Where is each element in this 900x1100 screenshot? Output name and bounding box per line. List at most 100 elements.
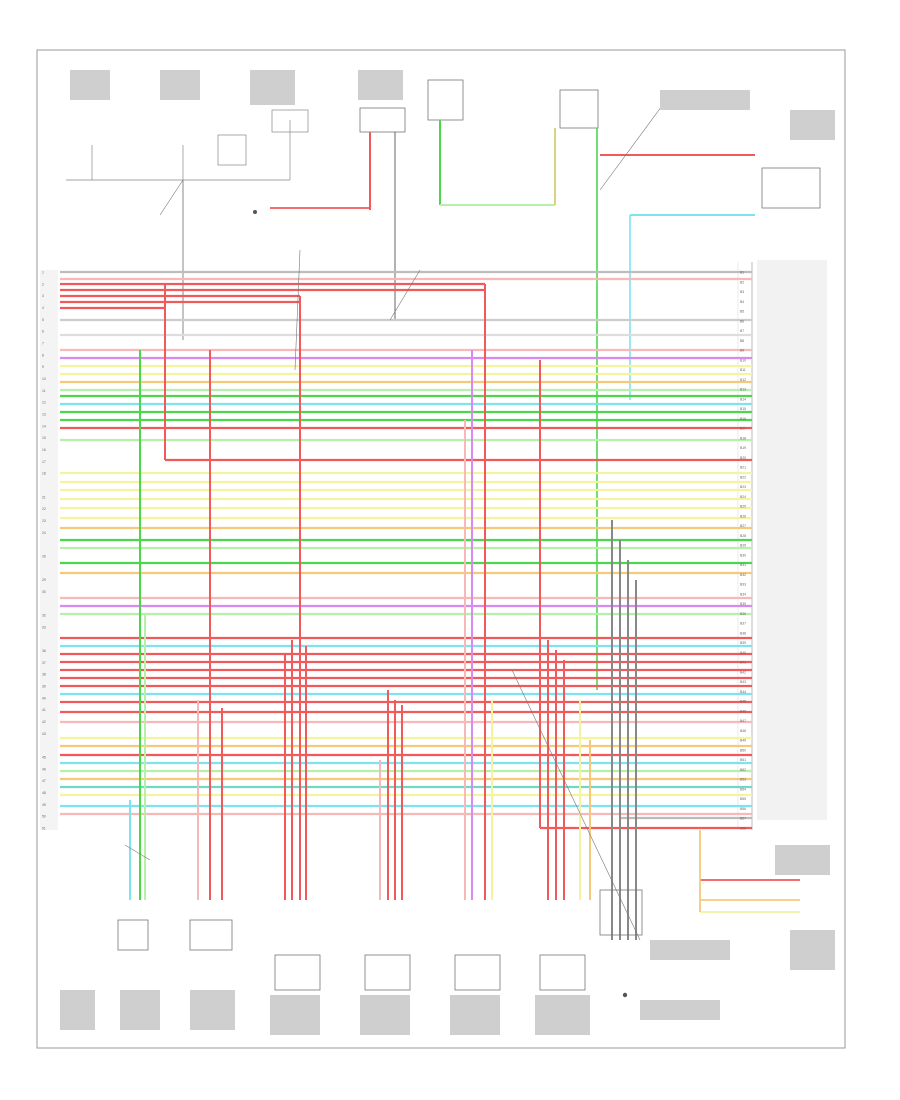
pcm-pin-left-33: 33 <box>42 625 46 629</box>
pcm-pin-right-B29: B29 <box>740 544 746 548</box>
pcm-pin-right-B7: B7 <box>740 329 744 333</box>
harness-rows <box>60 270 752 830</box>
pcm-pin-right-B14: B14 <box>740 397 746 401</box>
pcm-pin-right-B24: B24 <box>740 495 746 499</box>
pcm-pin-left-2: 2 <box>42 282 44 286</box>
pcm-pin-right-B4: B4 <box>740 300 744 304</box>
pcm-pin-right-B35: B35 <box>740 602 746 606</box>
connector-1 <box>117 919 149 951</box>
pcm-pin-left-41: 41 <box>42 708 46 712</box>
pcm-pin-right-B13: B13 <box>740 388 746 392</box>
pcm-pin-left-16: 16 <box>42 448 46 452</box>
pcm-pin-right-B23: B23 <box>740 485 746 489</box>
right-exits <box>699 830 800 913</box>
pcm-pin-right-B11: B11 <box>740 368 746 372</box>
pcm-pin-left-42: 42 <box>42 720 46 724</box>
pcm-pin-left-50: 50 <box>42 815 46 819</box>
connector-right <box>599 889 643 936</box>
pcm-pin-left-8: 8 <box>42 353 44 357</box>
pcm-pin-right-B10: B10 <box>740 358 746 362</box>
pcm-pin-right-B48: B48 <box>740 729 746 733</box>
pcm-pin-left-3: 3 <box>42 294 44 298</box>
pcm-pin-right-B16: B16 <box>740 417 746 421</box>
pcm-pin-right-B17: B17 <box>740 427 746 431</box>
pcm-pin-right-B37: B37 <box>740 622 746 626</box>
pcm-pin-right-B20: B20 <box>740 456 746 460</box>
switch-box <box>559 89 599 129</box>
pcm-pin-right-B42: B42 <box>740 670 746 674</box>
pcm-pin-left-22: 22 <box>42 507 46 511</box>
pcm-pin-left-43: 43 <box>42 732 46 736</box>
pcm-pin-right-B40: B40 <box>740 651 746 655</box>
pcm-pin-left-45: 45 <box>42 756 46 760</box>
pcm-pin-right-B58: B58 <box>740 827 746 831</box>
pcm-pin-right-B28: B28 <box>740 534 746 538</box>
pcm-pin-left-13: 13 <box>42 412 46 416</box>
pcm-pin-right-B36: B36 <box>740 612 746 616</box>
pcm-pin-left-7: 7 <box>42 341 44 345</box>
pcm-pin-right-B34: B34 <box>740 592 746 596</box>
diagram-frame <box>36 49 846 1049</box>
pcm-pin-left-23: 23 <box>42 519 46 523</box>
pcm-pin-left-51: 51 <box>42 827 46 831</box>
pcm-pin-right-B2: B2 <box>740 280 744 284</box>
injector-7-8 <box>539 954 586 991</box>
ground-symbols <box>69 210 628 998</box>
pcm-pin-right-B18: B18 <box>740 436 746 440</box>
pcm-pin-right-B41: B41 <box>740 661 746 665</box>
pcm-pin-right-B26: B26 <box>740 514 746 518</box>
pcm-pin-left-17: 17 <box>42 460 46 464</box>
pcm-pin-right-B30: B30 <box>740 553 746 557</box>
pcm-pin-right-B3: B3 <box>740 290 744 294</box>
pcm-pin-left-37: 37 <box>42 661 46 665</box>
pcm-pin-left-30: 30 <box>42 590 46 594</box>
pcm-pin-right-B15: B15 <box>740 407 746 411</box>
pcm-pin-right-B55: B55 <box>740 797 746 801</box>
pcm-pin-left-29: 29 <box>42 578 46 582</box>
pcm-pin-right-B19: B19 <box>740 446 746 450</box>
pcm-pin-right-B49: B49 <box>740 739 746 743</box>
pcm-pin-left-9: 9 <box>42 365 44 369</box>
sensor-box-right <box>761 167 821 209</box>
vertical-drops <box>129 284 637 940</box>
pcm-pin-right-B47: B47 <box>740 719 746 723</box>
pcm-pin-right-B44: B44 <box>740 690 746 694</box>
pcm-pin-right-B53: B53 <box>740 778 746 782</box>
pcm-pin-left-4: 4 <box>42 306 44 310</box>
pcm-pin-right-B22: B22 <box>740 475 746 479</box>
pcm-pin-right-B56: B56 <box>740 807 746 811</box>
pcm-pin-right-B8: B8 <box>740 339 744 343</box>
pcm-pin-right-B5: B5 <box>740 310 744 314</box>
pcm-pin-left-40: 40 <box>42 696 46 700</box>
pcm-pin-right-B21: B21 <box>740 466 746 470</box>
pcm-pin-right-B32: B32 <box>740 573 746 577</box>
pcm-pin-left-36: 36 <box>42 649 46 653</box>
pcm-pin-left-39: 39 <box>42 685 46 689</box>
pcm-pin-left-49: 49 <box>42 803 46 807</box>
pcm-pin-right-B43: B43 <box>740 680 746 684</box>
pcm-pin-left-14: 14 <box>42 424 46 428</box>
pcm-pin-right-B9: B9 <box>740 349 744 353</box>
pcm-pin-left-47: 47 <box>42 779 46 783</box>
pcm-pin-left-6: 6 <box>42 330 44 334</box>
injector-1-2 <box>274 954 321 991</box>
pcm-pin-left-18: 18 <box>42 472 46 476</box>
pcm-pin-left-48: 48 <box>42 791 46 795</box>
iac-valve-box <box>359 107 406 133</box>
bottom-connectors <box>117 889 643 991</box>
pcm-pin-right-B12: B12 <box>740 378 746 382</box>
pcm-pin-left-38: 38 <box>42 673 46 677</box>
pcm-pin-right-B50: B50 <box>740 748 746 752</box>
pcm-pin-right-B39: B39 <box>740 641 746 645</box>
pcm-pin-left-15: 15 <box>42 436 46 440</box>
pcm-pin-right-B6: B6 <box>740 319 744 323</box>
pcm-pin-right-B46: B46 <box>740 709 746 713</box>
injector-5-6 <box>454 954 501 991</box>
illegible-labels <box>40 70 835 1035</box>
pcm-pin-right-B33: B33 <box>740 583 746 587</box>
top-components <box>359 79 821 209</box>
pcm-pin-right-B51: B51 <box>740 758 746 762</box>
pcm-pin-right-B54: B54 <box>740 787 746 791</box>
pcm-pin-left-32: 32 <box>42 614 46 618</box>
